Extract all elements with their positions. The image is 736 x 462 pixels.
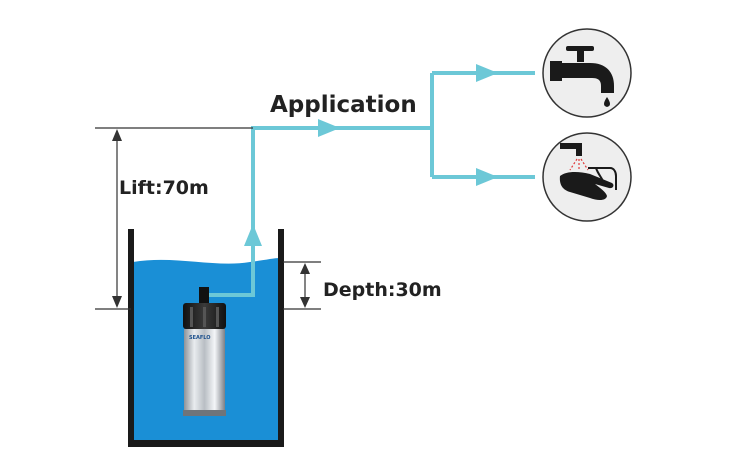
handwash-hand-back	[559, 171, 614, 201]
water-faucet-icon	[542, 28, 632, 118]
handwash-tap-head	[560, 143, 582, 149]
lift-dimension	[95, 127, 253, 310]
arrow-up	[244, 224, 262, 246]
handwash-tap-nozzle	[576, 148, 582, 156]
faucet-handle	[566, 46, 594, 51]
tank-bottom	[128, 440, 284, 447]
lift-arrow-bottom	[112, 296, 122, 308]
tank	[128, 229, 284, 447]
pump-outlet	[199, 287, 209, 305]
pump-cap-rib-1	[190, 307, 193, 327]
faucet-pipe	[550, 61, 562, 81]
pump-cap-rib-2	[203, 307, 206, 327]
lift-arrow-top	[112, 129, 122, 141]
hand-washing-icon	[542, 132, 632, 222]
depth-label: Depth:30m	[323, 279, 442, 301]
tank-right-wall	[278, 229, 284, 447]
depth-arrow-bottom	[300, 297, 310, 308]
lift-label: Lift:70m	[119, 177, 209, 199]
pipe-riser	[205, 126, 432, 297]
pump-bottom	[183, 410, 226, 416]
faucet-drop	[604, 97, 610, 107]
application-label: Application	[270, 92, 417, 118]
submersible-pump: SEAFLO	[183, 287, 226, 416]
arrow-right-lower	[476, 168, 498, 186]
arrow-right-upper	[476, 64, 498, 82]
pump-cap-rib-3	[216, 307, 219, 327]
pump-brand-label: SEAFLO	[189, 335, 211, 341]
depth-dimension	[283, 261, 321, 310]
arrow-right-main	[318, 119, 340, 137]
handwash-hand-front	[588, 167, 617, 190]
pump-body	[184, 329, 225, 413]
handwash-spray	[569, 158, 589, 171]
faucet-stem	[577, 50, 584, 62]
depth-arrow-top	[300, 263, 310, 274]
tank-left-wall	[128, 229, 134, 447]
faucet-body	[560, 63, 614, 93]
